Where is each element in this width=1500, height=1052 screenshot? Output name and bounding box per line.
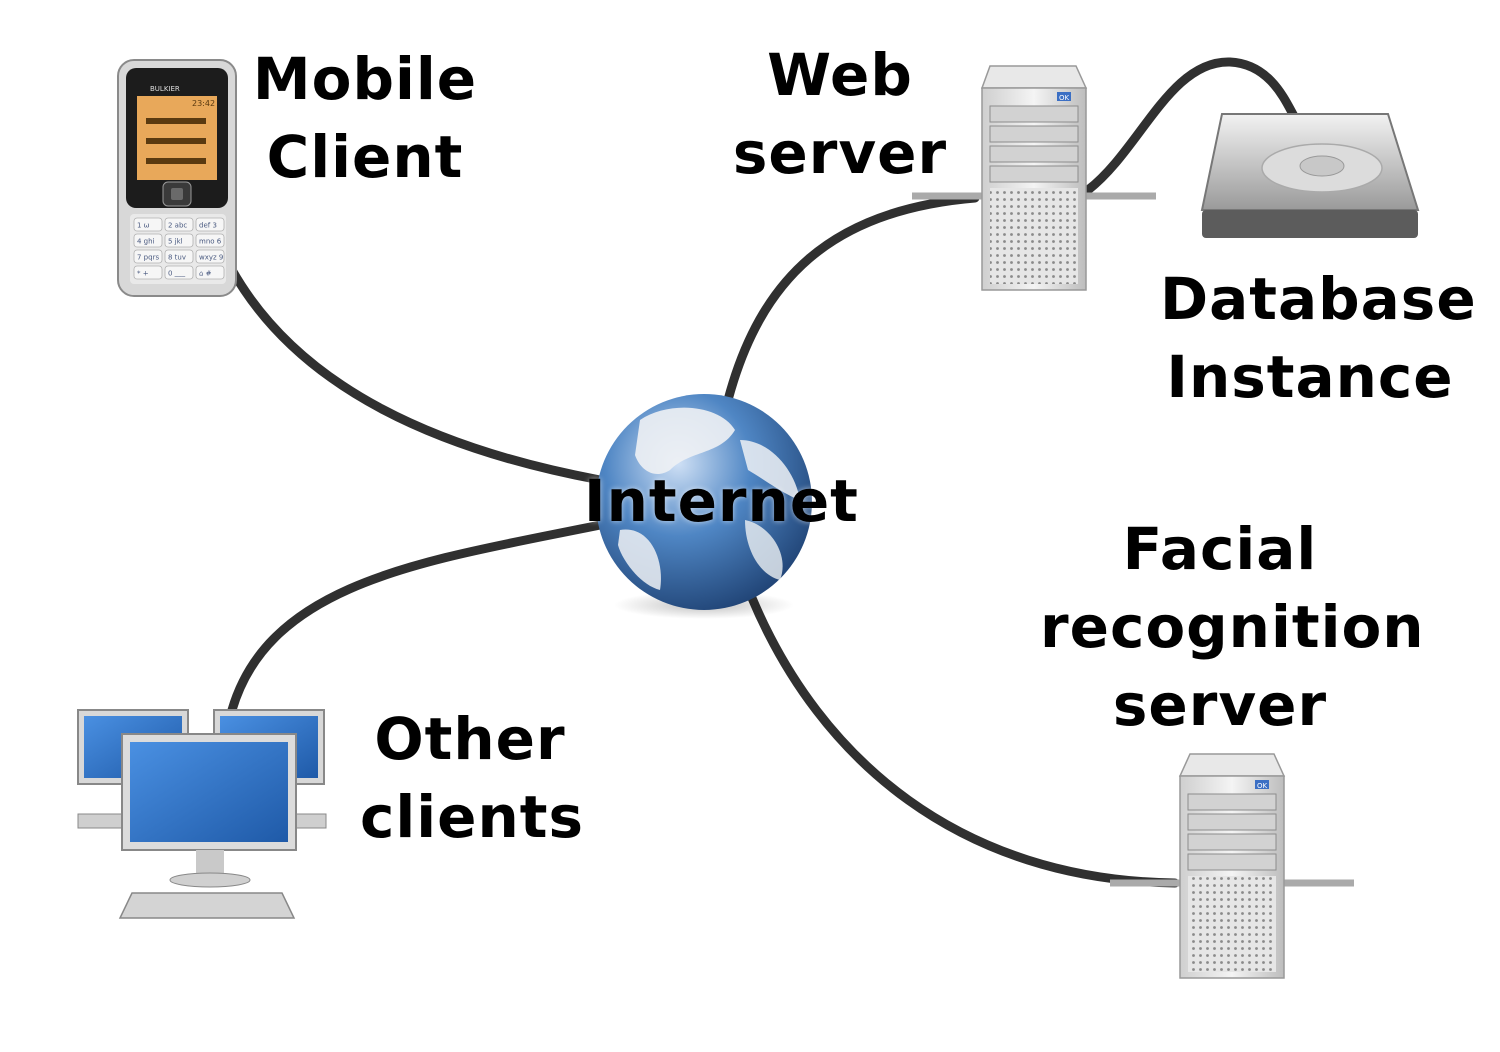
phone-key — [164, 265, 194, 280]
phone-key-label: 1 ω — [137, 222, 150, 230]
label-mobile-client-line1: Mobile — [252, 45, 478, 113]
phone-key-label: 2 abc — [168, 222, 187, 230]
phone-key-label: 0 ___ — [168, 270, 186, 278]
phone-key — [164, 233, 194, 248]
label-web-server-line1: Web — [767, 41, 913, 109]
phone-keypad: 1 ω 2 abc def 3 4 ghi 5 jkl mno 6 7 pqrs 8 tuv w… — [133, 217, 225, 280]
phone-key — [195, 217, 225, 232]
phone-key — [164, 217, 194, 232]
cables — [227, 57, 1300, 888]
phone-key — [133, 249, 163, 264]
label-internet-text: Internet — [584, 467, 859, 535]
label-mobile-client-line2: Client — [266, 123, 464, 191]
label-web-server-line2: server — [732, 119, 948, 187]
label-facial-line2: recognition — [1040, 593, 1425, 661]
phone-key-label: ⌂ # — [199, 270, 212, 278]
cable-internet-facial-server — [747, 593, 1180, 888]
web-server-icon: OK — [912, 65, 1156, 291]
label-database-line1: Database — [1160, 265, 1477, 333]
phone-key-label: 7 pqrs — [137, 254, 159, 262]
phone-key-label: wxyz 9 — [199, 254, 223, 262]
phone-key — [195, 249, 225, 264]
phone-time-text: 23:42 — [192, 99, 215, 108]
cable-mobile-internet — [227, 265, 605, 485]
phone-key-label: 5 jkl — [168, 238, 183, 246]
phone-key — [195, 233, 225, 248]
label-web-server: Web server — [730, 36, 950, 192]
facial-recognition-server-icon: OK — [1110, 753, 1354, 979]
facial-server-ok-badge: OK — [1257, 782, 1268, 790]
phone-key — [133, 265, 163, 280]
label-database-line2: Instance — [1166, 343, 1454, 411]
label-facial-recognition-server: Facial recognition server — [1040, 510, 1425, 744]
phone-key-label: * + — [137, 270, 149, 278]
other-clients-computers-icon — [77, 709, 327, 919]
phone-key — [195, 265, 225, 280]
database-disk-icon — [1200, 113, 1420, 238]
label-facial-line3: server — [1112, 671, 1328, 739]
label-other-clients: Other clients — [360, 700, 585, 856]
label-database-instance: Database Instance — [1160, 260, 1477, 416]
web-server-ok-badge: OK — [1059, 94, 1070, 102]
phone-key — [164, 249, 194, 264]
phone-key-label: 8 tuv — [168, 254, 186, 262]
label-internet: Internet — [584, 462, 859, 540]
label-mobile-client: Mobile Client — [250, 40, 480, 196]
label-other-clients-line2: clients — [360, 783, 585, 851]
phone-key-label: 4 ghi — [137, 238, 155, 246]
cable-web-server-database — [1083, 57, 1300, 195]
phone-key — [133, 217, 163, 232]
label-facial-line1: Facial — [1122, 515, 1318, 583]
mobile-phone-icon: BULKIER 23:42 1 ω 2 abc def 3 4 ghi 5 jkl mno… — [117, 59, 237, 297]
phone-key-label: mno 6 — [199, 238, 222, 246]
phone-key — [133, 233, 163, 248]
phone-brand-text: BULKIER — [150, 85, 180, 93]
label-other-clients-line1: Other — [374, 705, 566, 773]
internet-globe-icon — [596, 394, 812, 619]
cable-internet-other-clients — [227, 520, 605, 715]
cable-internet-web-server — [723, 193, 980, 405]
phone-key-label: def 3 — [199, 222, 217, 230]
